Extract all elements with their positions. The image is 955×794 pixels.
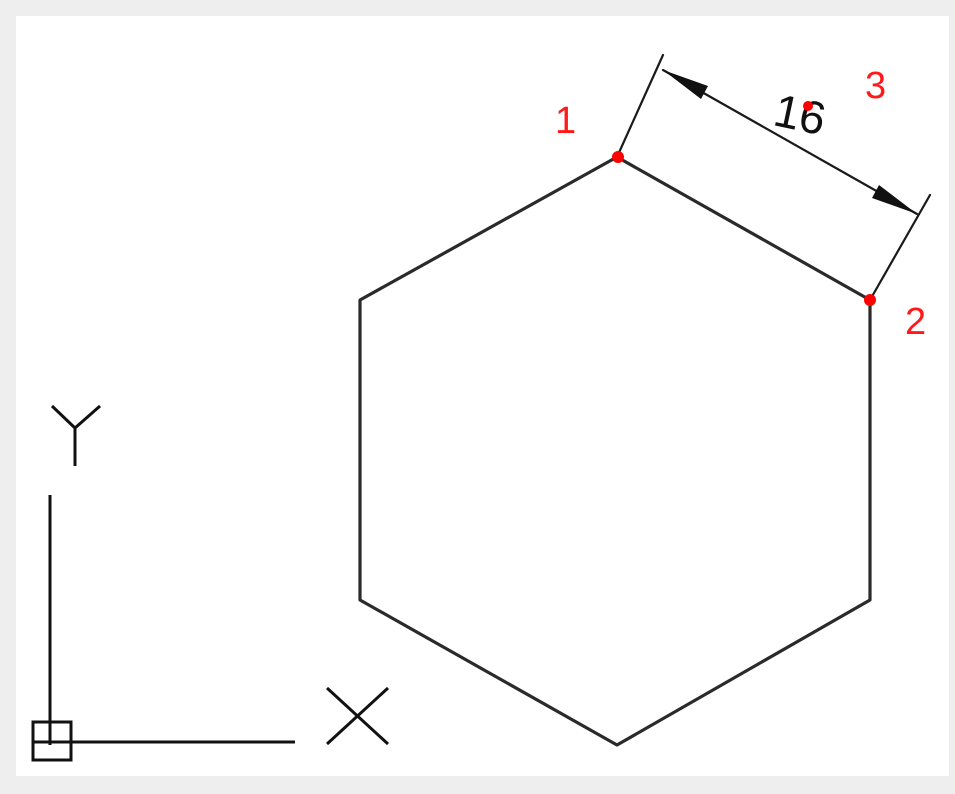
hexagon bbox=[358, 155, 872, 747]
ucs-y-glyph bbox=[50, 404, 101, 466]
point-label-1: 1 bbox=[555, 100, 576, 142]
point-label-3: 3 bbox=[865, 65, 886, 107]
dimension-text[interactable]: 16 bbox=[769, 84, 830, 146]
extension-line-1 bbox=[615, 53, 665, 159]
dimension-arrow-start bbox=[663, 70, 708, 99]
point-marker-2[interactable] bbox=[864, 294, 876, 306]
point-marker-1[interactable] bbox=[612, 151, 624, 163]
point-marker-3[interactable] bbox=[803, 101, 813, 111]
drawing-canvas[interactable] bbox=[16, 16, 949, 776]
ucs-x-glyph bbox=[325, 686, 390, 746]
extension-line-2 bbox=[868, 193, 932, 302]
point-label-2: 2 bbox=[905, 301, 926, 343]
dimension-arrow-end bbox=[872, 185, 917, 214]
dimension-line bbox=[661, 68, 919, 216]
ucs-icon bbox=[31, 404, 390, 762]
ucs-origin-box bbox=[31, 720, 73, 762]
